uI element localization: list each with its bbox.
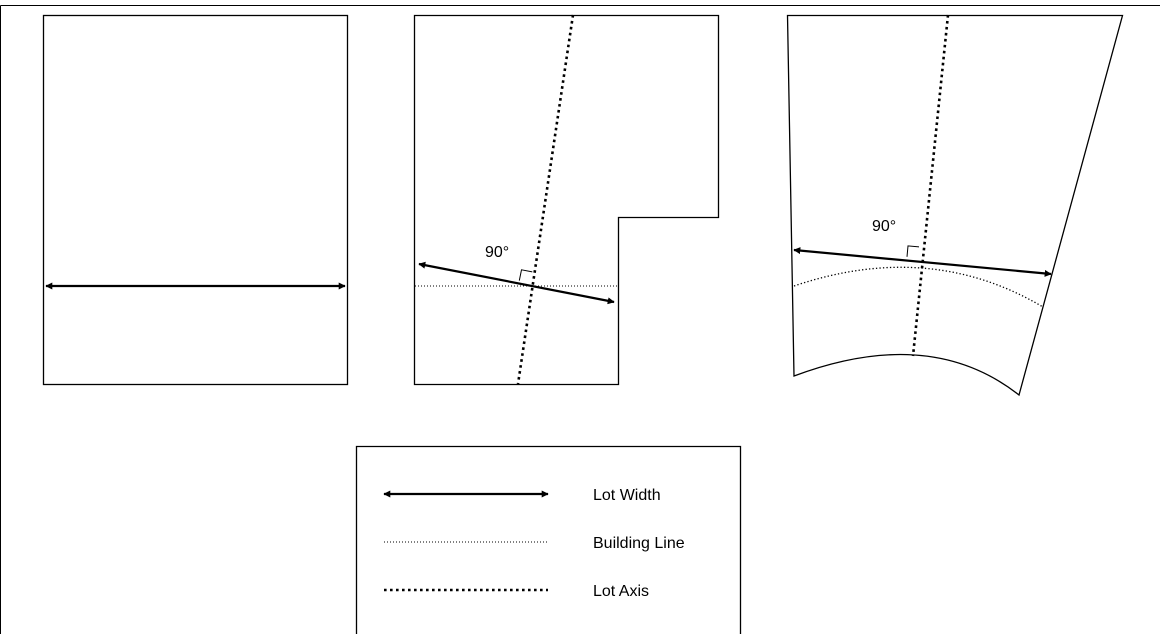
rectangular-lot — [42, 14, 349, 386]
page-border — [0, 5, 1160, 634]
irregular-lot: 90° — [786, 14, 1124, 397]
legend-label: Lot Axis — [593, 583, 649, 600]
legend-label: Lot Width — [593, 487, 661, 504]
lot-width-arrow — [418, 261, 615, 305]
legend-item-lot-axis: Lot Axis — [384, 583, 649, 600]
lot-boundary — [413, 14, 720, 386]
right-angle-marker — [906, 245, 920, 257]
l-shaped-lot: 90° — [413, 14, 720, 386]
angle-label: 90° — [872, 218, 896, 235]
right-angle-marker — [518, 269, 533, 281]
legend-item-lot-width: Lot Width — [383, 487, 661, 504]
angle-label: 90° — [485, 244, 509, 261]
lot-axis — [516, 14, 575, 385]
lot-axis — [911, 14, 950, 357]
lot-width-arrow — [793, 247, 1052, 277]
lot-boundary — [786, 14, 1124, 397]
legend-label: Building Line — [593, 535, 685, 552]
legend-item-building-line: Building Line — [384, 535, 685, 552]
legend-box — [355, 445, 742, 634]
legend: Lot Width Building Line Lot Axis — [355, 445, 742, 634]
lot-boundary — [42, 14, 349, 386]
building-line — [793, 266, 1044, 308]
